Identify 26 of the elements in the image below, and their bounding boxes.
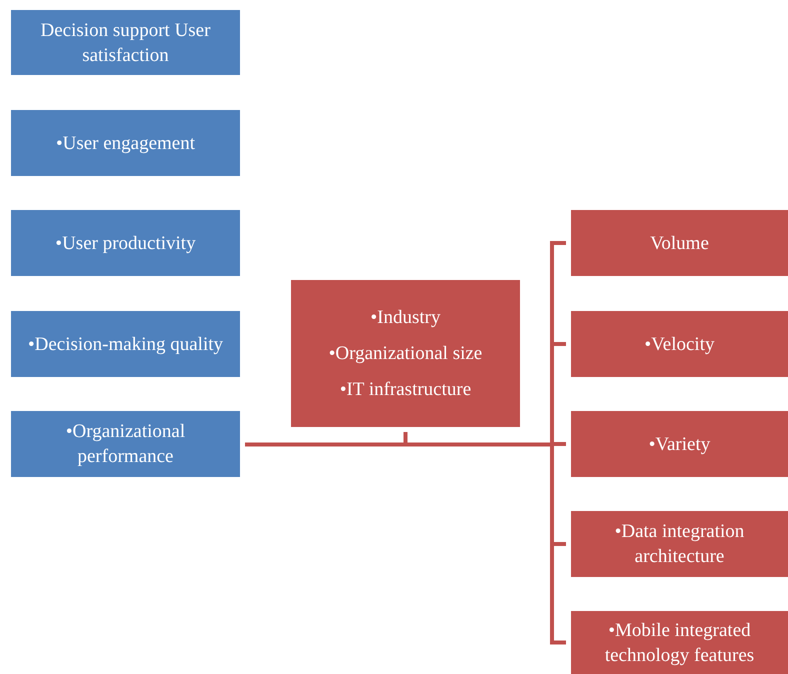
box-label: Decision support User satisfaction [40,18,212,68]
connector-line [404,432,408,444]
box-label: •User productivity [55,232,196,256]
box-label: •Variety [648,432,710,456]
factor-box [571,411,788,477]
factor-box [571,511,788,577]
box-label: •Industry [370,306,440,330]
factor-box [571,611,788,674]
connector-line [245,442,566,644]
factor-box [11,10,240,75]
box-label: •Organizational size [328,342,482,366]
box-label: •Mobile integrated technology features [604,618,756,668]
box-label: •Organizational performance [64,420,186,469]
factor-box [11,411,240,477]
box-label: •IT infrastructure [340,378,472,402]
box-label: •Data integration architecture [614,520,746,569]
factor-box [571,311,788,377]
factor-box [571,210,788,276]
box-label: •User engagement [56,132,196,156]
factor-box [291,280,520,427]
box-label: Volume [650,232,709,256]
factor-box [11,311,240,377]
factor-box [11,110,240,176]
factor-box [11,210,240,276]
box-label: •Velocity [644,332,714,356]
box-label: •Decision-making quality [28,332,224,356]
